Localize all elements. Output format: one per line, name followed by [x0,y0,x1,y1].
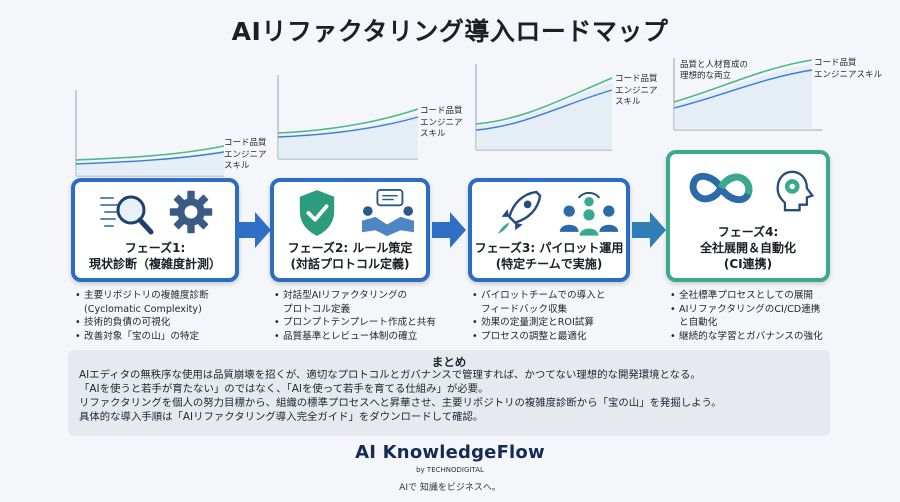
phase-2-icons [274,188,426,240]
skill-line [75,151,225,165]
chart-2-svg [277,75,419,160]
summary-line-3: リファクタリングを個人の努力目標から、組織の標準プロセスへと昇華させ、主要リポジ… [79,397,722,409]
phase-1-icons [75,188,235,240]
gear-icon [169,190,213,234]
list-item: 主要リポジトリの複雑度診断(Cyclomatic Complexity) [75,289,209,316]
arrow-1-icon [237,210,271,250]
chart-1-skill-label: エンジニアスキル [224,150,267,171]
summary-line-4: 具体的な導入手順は「AIリファクタリング導入完全ガイド」をダウンロードして確認。 [79,411,484,423]
chart-4-both-label: 品質と人材育成の理想的な両立 [680,60,749,81]
growth-chart-phase-3: コード品質 エンジニアスキル [474,64,664,172]
phase-3-title: フェーズ3: パイロット運用(特定チームで実施) [474,241,624,271]
brand-slogan: AIで 知識をビジネスへ。 [399,483,501,493]
phase-2-title: フェーズ2: ルール策定(対話プロトコル定義) [287,241,413,271]
phase-4-icons [670,168,826,220]
list-item: 技術的負債の可視化 [75,316,209,330]
skill-line [673,69,813,109]
chart-3-skill-label: エンジニアスキル [615,86,658,107]
arrow-2-icon [432,210,466,250]
rocket-icon [497,190,542,235]
growth-chart-phase-1: コード品質 エンジニアスキル [74,90,267,198]
brand-logo: AI KnowledgeFlow [355,442,545,463]
chat-handshake-icon [362,188,414,237]
chart-1-quality-label: コード品質 [224,138,267,148]
chart-4-svg [673,58,822,131]
growth-chart-phase-4: 品質と人材育成の理想的な両立 コード品質 エンジニアスキル [672,58,882,166]
summary-heading: まとめ [431,355,467,369]
brand-byline: by TECHNODIGITAL [416,466,484,474]
phase-1-title: フェーズ1:現状診断（複雑度計測） [88,241,221,271]
chart-area [278,113,418,159]
chart-4-skill-label: エンジニアスキル [814,70,883,80]
skill-line [277,116,419,138]
phase-4-card: フェーズ4:全社展開＆自動化(CI連携) [666,150,830,282]
chart-4-quality-label: コード品質 [814,58,857,68]
summary-line-2: 「AIを使うと若手が育たない」のではなく、「AIを使って若手を育てる仕組み」が必… [79,383,489,395]
growth-chart-phase-2: コード品質 エンジニアスキル [276,75,466,183]
list-item: プロセスの調整と最適化 [472,330,605,344]
quality-line [475,77,613,125]
phase-1-card: フェーズ1:現状診断（複雑度計測） [71,178,239,282]
chart-3-quality-label: コード品質 [615,74,658,84]
phase-2-card: フェーズ2: ルール策定(対話プロトコル定義) [270,178,430,282]
list-item: 継続的な学習とガバナンスの強化 [670,330,823,344]
skill-line [475,89,613,131]
quality-line [673,59,813,103]
code-search-icon [100,195,154,235]
chart-2-skill-label: エンジニアスキル [420,118,463,139]
chart-1-svg [75,90,225,177]
list-item: プロンプトテンプレート作成と共有 [274,316,436,330]
chart-area [476,82,612,150]
brain-head-icon [776,170,815,212]
quality-line [277,108,419,134]
infinity-icon [689,172,753,204]
list-item: 効果の定量測定とROI試算 [472,316,605,330]
phase-1-bullets: 主要リポジトリの複雑度診断(Cyclomatic Complexity) 技術的… [75,289,209,343]
list-item: 全社標準プロセスとしての展開 [670,289,823,303]
summary-box: まとめ AIエディタの無秩序な使用は品質崩壊を招くが、適切なプロトコルとガバナン… [68,350,830,436]
chart-area [674,64,812,130]
phase-3-card: フェーズ3: パイロット運用(特定チームで実施) [468,178,630,282]
quality-line [75,145,225,161]
phase-4-title: フェーズ4:全社展開＆自動化(CI連携) [699,225,796,271]
arrow-3-icon [632,210,666,250]
chart-2-quality-label: コード品質 [420,106,463,116]
page-title: AIリファクタリング導入ロードマップ [231,17,669,46]
team-icon [559,191,619,236]
chart-3-svg [475,64,613,151]
phase-3-icons [472,188,626,240]
summary-line-1: AIエディタの無秩序な使用は品質崩壊を招くが、適切なプロトコルとガバナンスで管理… [79,369,701,381]
list-item: 品質基準とレビュー体制の確立 [274,330,436,344]
shield-check-icon [299,190,335,236]
list-item: 改善対象「宝の山」の特定 [75,330,209,344]
